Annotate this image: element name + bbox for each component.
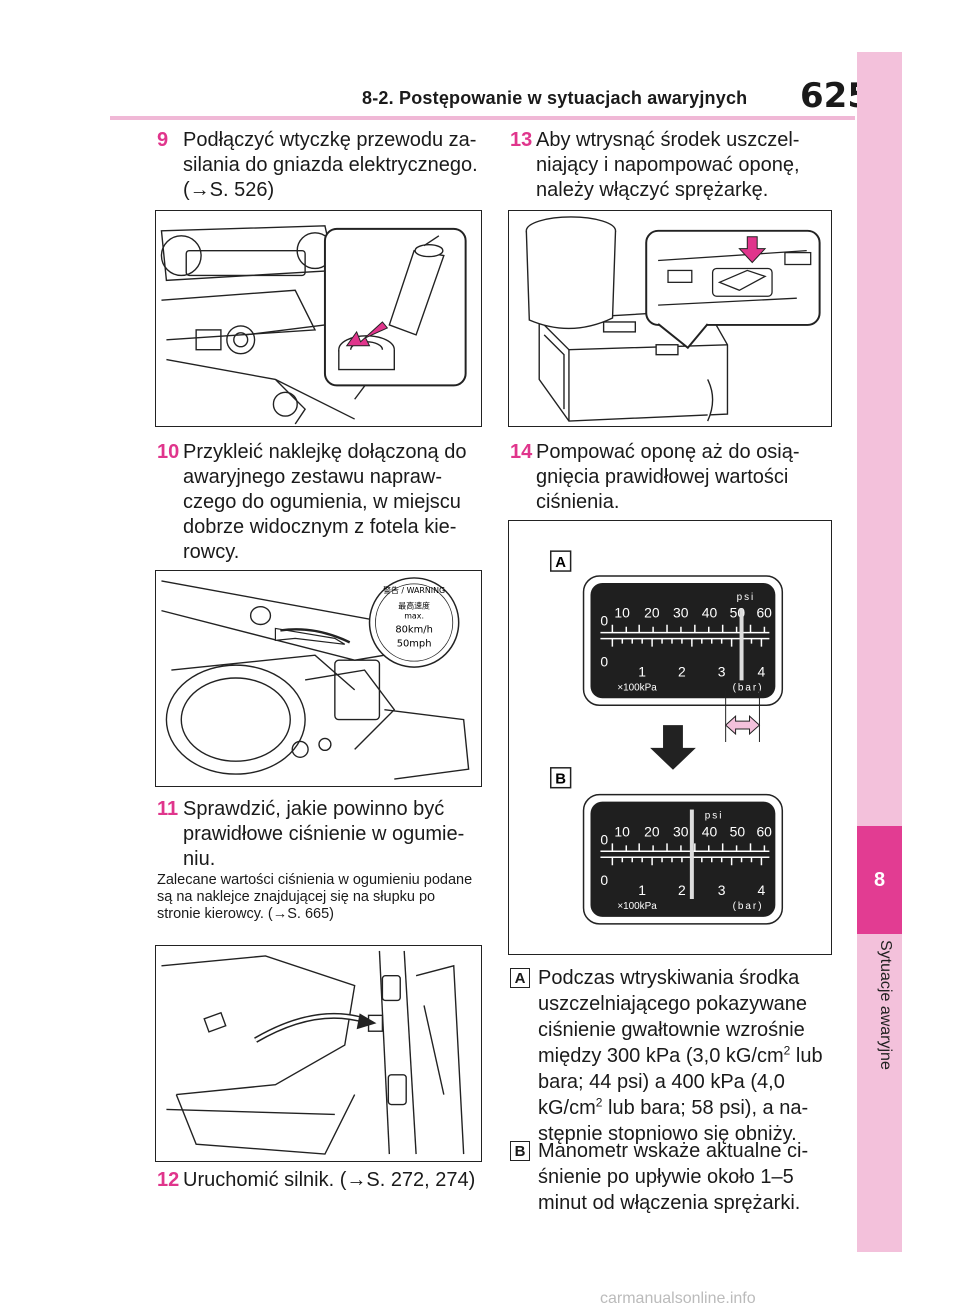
footer-watermark: carmanualsonline.info <box>600 1290 756 1307</box>
gauge-b-psi-0: 0 <box>600 831 608 847</box>
gauge-a-bar-4: 4 <box>757 663 765 679</box>
step-14: 14 Pompować oponę aż do osią-gnięcia pra… <box>510 440 835 515</box>
gauge-label-b-box <box>549 767 572 789</box>
step-text: Uruchomić silnik. (→S. 272, 274) <box>183 1169 476 1191</box>
figure-door-pillar <box>155 945 482 1162</box>
step-12: 12 Uruchomić silnik. (→S. 272, 274) <box>157 1168 482 1193</box>
gauge-label-a: A <box>555 555 566 571</box>
gauge-b-psi-10: 10 <box>614 823 630 839</box>
step-text: Sprawdzić, jakie powinno być prawidłowe … <box>183 798 465 870</box>
paragraph-a-text: Podczas wtryskiwania środka uszczelniają… <box>538 967 823 1145</box>
gauge-b-psi-60: 60 <box>756 823 772 839</box>
gauge-b-psi-40: 40 <box>702 823 718 839</box>
gauge-b-bar-1: 1 <box>638 882 646 898</box>
gauge-b-psi-30: 30 <box>673 823 689 839</box>
down-arrow-icon <box>650 725 696 770</box>
dashboard-illustration: 警告 / WARNING 最高速度 max. 80km/h 50mph <box>161 577 470 780</box>
gauge-b-needle <box>689 809 694 899</box>
gauge-b-psi-unit: psi <box>705 810 724 821</box>
compressor-illustration <box>525 216 821 422</box>
figure-power-plug <box>155 210 482 427</box>
section-title: 8-2. Postępowanie w sytuacjach awaryjnyc… <box>362 88 748 108</box>
step-number: 10 <box>157 441 180 463</box>
figure-pressure-gauges: A psi 0 10 20 30 40 50 60 0 1 2 3 4 ×100… <box>508 520 832 955</box>
gauge-a-bar-1: 1 <box>638 663 646 679</box>
sticker-max-speed: 最高速度 <box>398 601 430 611</box>
gauge-b-kpa-unit: ×100kPa <box>617 901 657 912</box>
step-number: 14 <box>510 441 533 463</box>
gauge-b-scale <box>600 843 770 866</box>
step-9: 9 Podłączyć wtyczkę przewodu za-silania … <box>157 128 482 203</box>
step-10: 10 Przykleić naklejkę dołączoną do awary… <box>157 440 482 565</box>
sticker-warning: 警告 / WARNING <box>383 585 445 595</box>
gauge-a-psi-10: 10 <box>614 605 630 621</box>
gauge-b-bar-0: 0 <box>600 872 608 888</box>
gauge-a-psi-30: 30 <box>673 605 689 621</box>
gauge-a-psi-60: 60 <box>756 605 772 621</box>
gauge-a-psi-unit: psi <box>737 592 756 603</box>
seat-illustration <box>161 950 465 1155</box>
gauge-a-psi-40: 40 <box>702 605 718 621</box>
step-text: Pompować oponę aż do osią-gnięcia prawid… <box>536 441 800 513</box>
chapter-number: 8 <box>857 826 902 934</box>
paragraph-b: B Manometr wskaże aktualne ci-śnienie po… <box>510 1138 835 1216</box>
note-tire-pressure: Zalecane wartości ciśnienia w ogumieniu … <box>157 872 473 922</box>
sticker-mph: 50mph <box>397 638 432 649</box>
gauge-illustration: A psi 0 10 20 30 40 50 60 0 1 2 3 4 ×100… <box>549 550 784 925</box>
step-text: Aby wtrysnąć środek uszczel-niający i na… <box>536 129 800 201</box>
step-11: 11 Sprawdzić, jakie powinno być prawidło… <box>157 797 482 872</box>
step-text: Podłączyć wtyczkę przewodu za-silania do… <box>183 129 478 201</box>
paragraph-b-label: B <box>510 1141 530 1161</box>
gauge-a-bar-3: 3 <box>718 663 726 679</box>
step-text: Przykleić naklejkę dołączoną do awaryjne… <box>183 441 467 563</box>
gauge-b-bar-unit: (bar) <box>733 901 764 912</box>
gauge-b-bar-3: 3 <box>718 882 726 898</box>
gauge-label-b: B <box>555 772 566 788</box>
figure-sticker-placement: 警告 / WARNING 最高速度 max. 80km/h 50mph <box>155 570 482 787</box>
gauge-b-bar-2: 2 <box>678 882 686 898</box>
step-number: 9 <box>157 129 169 151</box>
figure-compressor <box>508 210 832 427</box>
paragraph-a: A Podczas wtryskiwania środka uszczelnia… <box>510 965 835 1147</box>
gauge-b-bar-4: 4 <box>757 882 765 898</box>
header-rule <box>110 116 855 120</box>
gauge-a-kpa-unit: ×100kPa <box>617 682 657 693</box>
sticker-max: max. <box>404 612 424 621</box>
step-number: 13 <box>510 129 533 151</box>
gauge-a-bar-0: 0 <box>600 653 608 669</box>
power-plug-illustration <box>160 225 467 425</box>
gauge-a-psi-20: 20 <box>644 605 660 621</box>
gauge-a-needle <box>739 608 744 681</box>
gauge-b-psi-50: 50 <box>730 823 746 839</box>
gauge-a-psi-0: 0 <box>600 613 608 629</box>
step-number: 12 <box>157 1169 180 1191</box>
paragraph-b-text: Manometr wskaże aktualne ci-śnienie po u… <box>538 1140 809 1214</box>
step-number: 11 <box>157 798 179 820</box>
sticker-kmh: 80km/h <box>395 624 433 635</box>
chapter-label: Sytuacje awaryjne <box>877 940 894 1070</box>
paragraph-a-label: A <box>510 968 530 988</box>
step-13: 13 Aby wtrysnąć środek uszczel-niający i… <box>510 128 835 203</box>
gauge-a-bar-2: 2 <box>678 663 686 679</box>
gauge-a-bar-unit: (bar) <box>733 682 764 693</box>
chapter-side-tab <box>857 52 902 1252</box>
gauge-b-psi-20: 20 <box>644 823 660 839</box>
gauge-label-a-box <box>549 550 572 572</box>
